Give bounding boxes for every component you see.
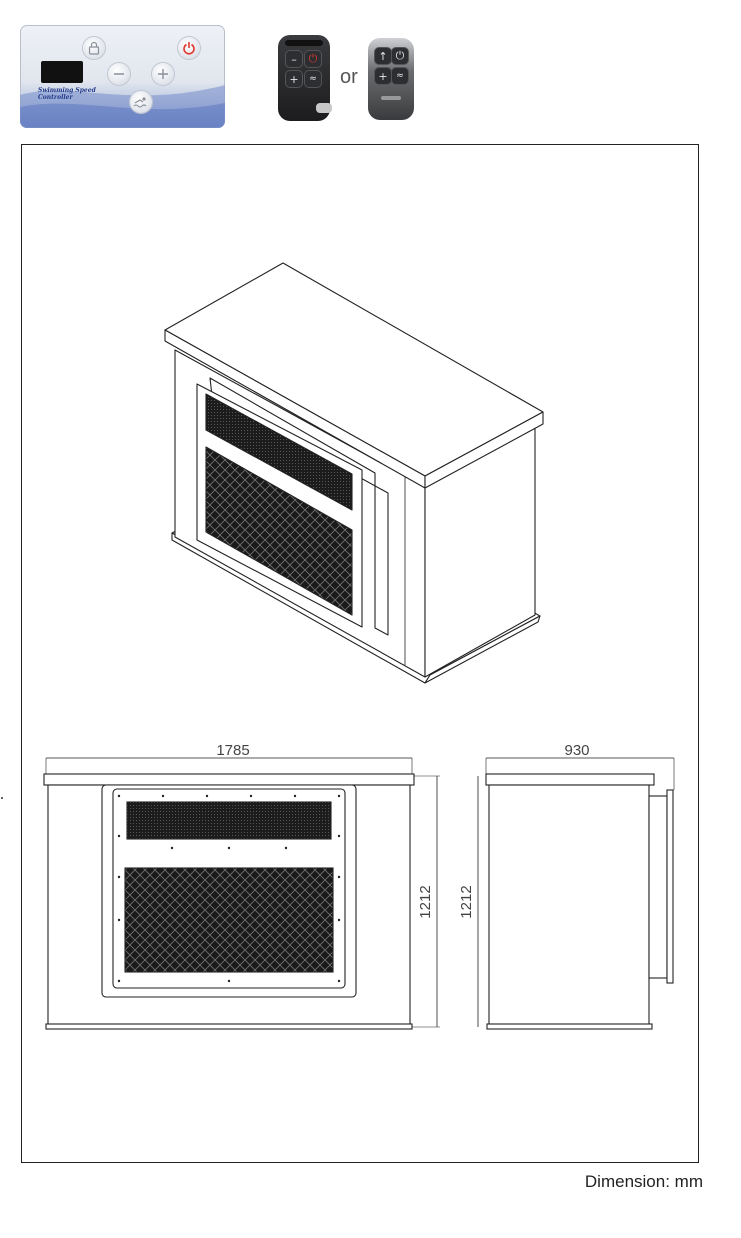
side-panel-depth [648,795,668,979]
panel-wave-graphic [20,85,225,128]
or-separator: or [340,66,358,88]
plus-icon[interactable] [152,63,174,85]
iso-lower-grille [205,446,353,616]
isometric-view [164,262,544,684]
side-height-label: 1212 [458,885,475,918]
keyring-clip [316,103,332,113]
front-base [45,1023,413,1030]
remote-b-logo [381,96,401,100]
side-body [488,784,650,1029]
side-base [486,1023,653,1030]
panel-label: Swimming Speed Controller [38,87,96,101]
up-icon[interactable]: ↑ [375,48,391,64]
panel-label-line1: Swimming Speed [38,87,96,94]
side-width-label: 930 [564,742,589,759]
front-view [43,757,440,1030]
swimmer-icon[interactable]: ≈ [392,68,408,84]
panel-label-line2: Controller [38,94,73,101]
front-height-label: 1212 [417,885,434,918]
lcd-display [41,61,83,83]
power-icon[interactable]: ⏻ [392,48,408,64]
front-lower-grille [124,867,334,973]
iso-upper-grille [205,393,353,511]
control-panel: Swimming Speed Controller [20,25,225,128]
minus-icon[interactable] [108,63,130,85]
iso-top-side-edge [424,411,544,489]
front-top-slab [43,773,415,786]
minus-icon[interactable]: – [286,51,302,67]
side-view [477,757,675,1030]
dimension-note: Dimension: mm [584,1172,703,1191]
side-panel-face [666,789,674,984]
power-icon[interactable] [178,37,200,59]
remote-control-a: – ⏻ + ≈ [278,35,332,121]
front-width-label: 1785 [216,742,249,759]
remote-a-led-strip [285,40,323,46]
side-top-slab [485,773,655,786]
remote-control-b: ↑ ⏻ + ≈ [368,38,414,120]
stray-mark [1,797,3,799]
swimmer-icon[interactable] [130,91,152,113]
front-panel-screws [117,794,341,983]
lock-icon[interactable] [83,37,105,59]
plus-icon[interactable]: + [375,68,391,84]
plus-icon[interactable]: + [286,71,302,87]
front-upper-grille [126,801,332,840]
iso-base-side [424,615,541,684]
drawing-frame [21,144,699,1163]
swimmer-icon[interactable]: ≈ [305,71,321,87]
power-icon[interactable]: ⏻ [305,51,321,67]
